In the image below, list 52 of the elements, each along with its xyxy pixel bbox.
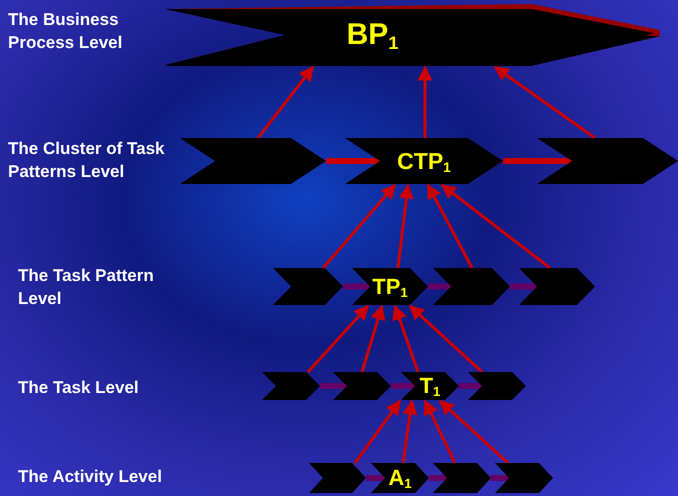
- connector-line: [503, 158, 572, 164]
- arrow-banner: [165, 4, 660, 66]
- arrow: [440, 184, 551, 270]
- level-label: The Business Process Level: [8, 9, 124, 54]
- level-label: The Task Pattern Level: [18, 265, 155, 310]
- arrow: [408, 304, 484, 374]
- arrow: [438, 400, 510, 464]
- chevron-shape: [401, 372, 459, 400]
- level-item-label: BP$_{1}$: [346, 20, 398, 50]
- connector-line: [326, 158, 380, 164]
- level-item-label: CTP$_{1}$: [397, 150, 451, 172]
- chevron-shape: [262, 372, 320, 400]
- chevron-shape: [371, 463, 429, 493]
- chevron-shape: [537, 138, 678, 184]
- arrow: [396, 184, 414, 268]
- arrow: [306, 304, 370, 373]
- chevron-shape: [433, 463, 491, 493]
- chevron-shape: [519, 268, 595, 305]
- chevron-shape: [468, 372, 526, 400]
- chevron-shape: [352, 268, 428, 305]
- arrow: [256, 66, 314, 139]
- arrow: [418, 66, 432, 138]
- arrow: [402, 400, 418, 464]
- arrow: [494, 66, 596, 140]
- level-item-label: A$_{1}$: [388, 467, 412, 489]
- chevron-shape: [180, 138, 326, 184]
- level-item-label: TP$_{1}$: [372, 276, 408, 298]
- chevron-shape: [333, 372, 391, 400]
- chevron-shape: [433, 268, 510, 305]
- connector-line: [510, 284, 537, 290]
- arrow: [392, 304, 420, 372]
- connector-line: [343, 284, 370, 290]
- arrow: [360, 304, 386, 372]
- level-item-label: T$_{1}$: [420, 375, 440, 397]
- arrow: [426, 184, 474, 269]
- level-label: The Activity Level: [18, 466, 163, 488]
- connector-line: [391, 383, 415, 389]
- connector-line: [428, 284, 451, 290]
- level-label: The Cluster of Task Patterns Level: [8, 138, 166, 183]
- arrow: [424, 400, 456, 464]
- chevron-shape: [273, 268, 343, 305]
- chevron-shape: [345, 138, 503, 184]
- arrow: [354, 400, 402, 464]
- level-label: The Task Level: [18, 377, 140, 399]
- connector-line: [366, 475, 385, 481]
- connector-line: [429, 475, 447, 481]
- chevron-shape: [309, 463, 366, 493]
- connector-line: [459, 383, 482, 389]
- connector-line: [320, 383, 347, 389]
- chevron-shape: [495, 463, 553, 493]
- arrow: [322, 184, 396, 269]
- connector-line: [491, 475, 509, 481]
